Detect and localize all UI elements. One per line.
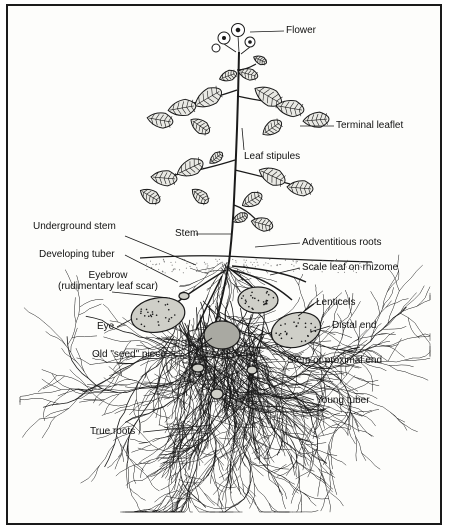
label-eyebrow: Eyebrow (rudimentary leaf scar): [48, 270, 168, 292]
label-eyebrow-line2: (rudimentary leaf scar): [48, 281, 168, 292]
leaflet: [218, 68, 238, 84]
label-adventitious-roots: Adventitious roots: [302, 237, 382, 248]
leaflet: [187, 114, 212, 137]
flower-cluster: [212, 24, 255, 55]
label-leaf-stipules: Leaf stipules: [244, 151, 300, 162]
label-terminal-leaflet: Terminal leaflet: [336, 120, 403, 131]
label-stem: Stem: [175, 228, 198, 239]
label-developing-tuber: Developing tuber: [39, 249, 115, 260]
leaflet: [167, 98, 197, 119]
label-eyebrow-line1: Eyebrow: [48, 270, 168, 281]
label-stem-or-proximal-end: Stem or proximal end: [287, 355, 382, 366]
leaflet: [286, 179, 313, 196]
label-scale-leaf-on-rhizome: Scale leaf on rhizome: [302, 262, 398, 273]
leaflet: [191, 83, 225, 113]
leaflet: [137, 185, 163, 207]
label-true-roots: True roots: [90, 426, 135, 437]
label-old-seed-piece: Old "seed" piece: [92, 349, 166, 360]
label-young-tuber: Young tuber: [316, 395, 370, 406]
label-underground-stem: Underground stem: [33, 221, 116, 232]
label-flower: Flower: [286, 25, 316, 36]
leaflet: [146, 110, 174, 129]
leaflet: [237, 66, 259, 82]
true-roots-drawing: [20, 255, 430, 512]
label-eye: Eye: [97, 321, 114, 332]
leaflet: [174, 155, 206, 181]
leaflet: [150, 169, 177, 186]
label-lenticels: Lenticels: [316, 297, 355, 308]
leaflet: [239, 189, 265, 211]
label-distal-end: Distal end: [332, 320, 376, 331]
leaflet: [259, 116, 284, 139]
leaflet: [188, 185, 211, 207]
